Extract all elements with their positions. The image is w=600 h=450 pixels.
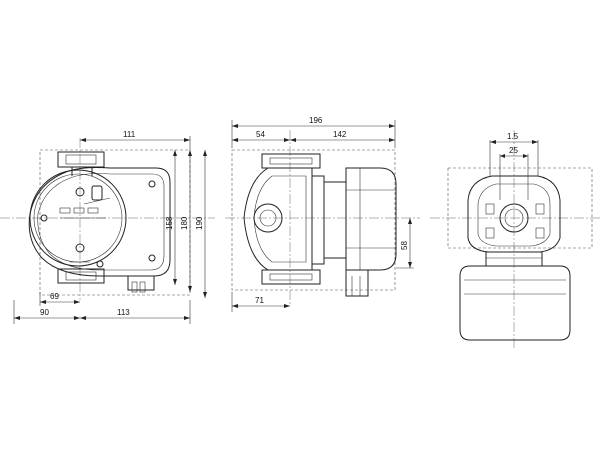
front-view: 111 158 180 190 69 90 113 [0, 130, 215, 324]
side-left-label: 54 [256, 130, 265, 139]
front-top-width-label: 111 [123, 130, 136, 139]
front-height-1-label: 158 [165, 216, 174, 230]
end-view: 1.5 25 [430, 130, 600, 350]
front-left-overall-label: 90 [40, 308, 49, 317]
side-height-label: 58 [400, 241, 409, 250]
side-right-label: 142 [333, 130, 347, 139]
end-port-2-label: 25 [509, 146, 518, 155]
side-overall-label: 196 [309, 116, 323, 125]
front-right-label: 113 [117, 308, 130, 317]
front-height-2-label: 180 [180, 216, 189, 230]
front-left-inner-label: 69 [50, 292, 59, 301]
front-height-3-label: 190 [195, 216, 204, 230]
side-view: 196 54 142 71 58 [225, 116, 420, 312]
end-port-1-label: 1.5 [507, 132, 519, 141]
side-bottom-label: 71 [255, 296, 264, 305]
